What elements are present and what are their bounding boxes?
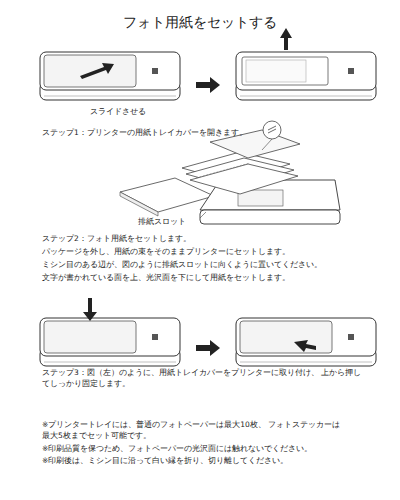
instruction-text: パッケージを外し、用紙の束をそのままプリンターにセットします。 — [42, 247, 382, 258]
instruction-text: ※印刷後は、ミシン目に沿って白い縁を折り、切り離してください。 — [42, 456, 382, 467]
page-title: フォト用紙をセットする — [0, 12, 400, 32]
instruction-text: ※印刷品質を保つため、フォトペーパーの光沢面には触れないでください。 — [42, 444, 382, 455]
instruction-text: 排紙スロット — [138, 217, 218, 228]
instruction-text: ステップ3：図（左）のように、用紙トレイカバーをプリンターに取り付け、 上から押… — [42, 368, 362, 390]
printer-open — [236, 28, 376, 100]
printer-closed — [40, 52, 180, 100]
instruction-text: ステップ1：プリンターの用紙トレイカバーを開きます。 — [42, 128, 382, 139]
printer-ready — [236, 318, 376, 366]
step-arrow — [196, 77, 220, 93]
instruction-text: スライドさせる — [90, 107, 180, 118]
step-arrow — [196, 340, 220, 356]
instruction-text: 文字が書かれている面を上、光沢面を下にして用紙をセットします。 — [42, 273, 382, 284]
instruction-text: ※プリンタートレイには、普通のフォトペーパーは最大10枚、 フォトステッカーは最… — [42, 420, 342, 442]
cover-attach — [40, 298, 180, 366]
instruction-text: ステップ2：フォト用紙をセットします。 — [42, 234, 382, 245]
instruction-text: ミシン目のある辺が、図のように排紙スロットに向くように置いてください。 — [42, 260, 382, 271]
